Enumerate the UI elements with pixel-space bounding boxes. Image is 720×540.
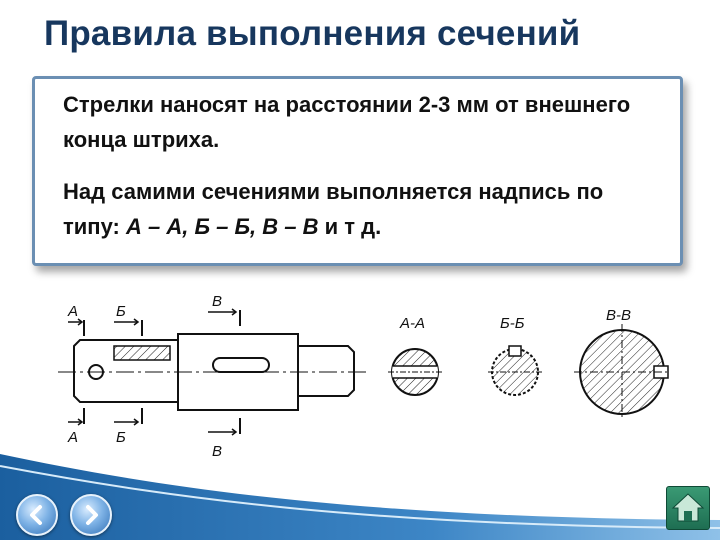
- section-b-label: Б-Б: [500, 315, 525, 332]
- section-b: [488, 345, 542, 396]
- mark-a-bottom: А: [67, 429, 78, 446]
- mark-a-top: А: [67, 303, 78, 320]
- paragraph-labels-text: Над самими сечениями выполняется надпись…: [63, 179, 604, 239]
- prev-slide-button[interactable]: [16, 494, 58, 536]
- home-button[interactable]: [666, 486, 710, 530]
- cut-mark-a: [68, 318, 85, 426]
- slide-title: Правила выполнения сечений: [44, 14, 581, 53]
- next-slide-button[interactable]: [70, 494, 112, 536]
- chevron-left-icon: [30, 505, 42, 525]
- paragraph-arrows: Стрелки наносят на расстоянии 2-3 мм от …: [63, 92, 631, 152]
- mark-v-bottom: В: [212, 443, 222, 460]
- mark-v-top: В: [212, 293, 222, 310]
- text-box: Стрелки наносят на расстоянии 2-3 мм от …: [32, 76, 683, 266]
- shaft-sections-drawing: А А Б Б В В А-А Б-Б В-В: [58, 293, 670, 460]
- paragraph-labels: Над самими сечениями выполняется надпись…: [63, 174, 663, 244]
- home-icon: [671, 493, 705, 522]
- cut-mark-b: [114, 318, 143, 426]
- section-v-label: В-В: [606, 307, 631, 324]
- decorative-wave-band: [0, 454, 720, 540]
- cut-mark-v: [208, 308, 241, 436]
- mark-b-top: Б: [116, 303, 126, 320]
- section-a: [388, 348, 442, 396]
- mark-b-bottom: Б: [116, 429, 126, 446]
- chevron-right-icon: [86, 505, 98, 525]
- section-v: [574, 324, 670, 420]
- section-a-label: А-А: [399, 315, 425, 332]
- paragraph-labels-italic: А – А, Б – Б, В – В: [125, 214, 319, 239]
- paragraph-labels-tail: и т д.: [318, 214, 382, 239]
